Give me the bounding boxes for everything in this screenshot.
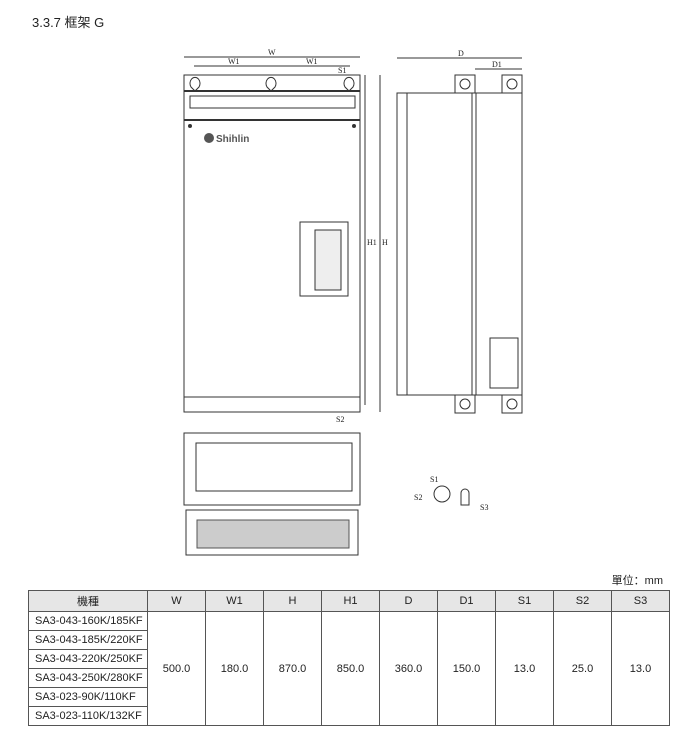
- model-cell: SA3-023-90K/110KF: [28, 687, 148, 707]
- model-cell: SA3-043-220K/250KF: [28, 649, 148, 669]
- header-w: W: [147, 590, 206, 612]
- value-d: 360.0: [379, 611, 438, 726]
- header-d1: D1: [437, 590, 496, 612]
- label-h1: H1: [367, 238, 377, 247]
- table-row: SA3-043-160K/185KF 500.0 180.0 870.0 850…: [28, 611, 670, 726]
- value-s3: 13.0: [611, 611, 670, 726]
- header-s2: S2: [553, 590, 612, 612]
- model-cell: SA3-043-185K/220KF: [28, 630, 148, 650]
- model-cell: SA3-043-250K/280KF: [28, 668, 148, 688]
- table-row: SA3-043-220K/250KF: [28, 649, 670, 669]
- detail-label-s2: S2: [414, 493, 422, 502]
- table-row: SA3-043-185K/220KF: [28, 630, 670, 650]
- header-s1: S1: [495, 590, 554, 612]
- header-h: H: [263, 590, 322, 612]
- label-s1: S1: [338, 66, 346, 75]
- header-model: 機種: [28, 590, 148, 612]
- value-h1: 850.0: [321, 611, 380, 726]
- header-s3: S3: [611, 590, 670, 612]
- unit-label: 單位：mm: [611, 575, 663, 587]
- detail-label-s3: S3: [480, 503, 488, 512]
- label-w1-left: W1: [228, 57, 240, 66]
- header-w1: W1: [205, 590, 264, 612]
- label-w1-right: W1: [306, 57, 318, 66]
- bottom-view: [183, 432, 361, 556]
- brand-logo: Shihlin: [216, 134, 249, 145]
- label-w: W: [268, 48, 276, 57]
- label-s2: S2: [336, 415, 344, 424]
- label-d1: D1: [492, 60, 502, 69]
- value-s1: 13.0: [495, 611, 554, 726]
- side-view: D D1: [396, 49, 523, 414]
- value-w: 500.0: [147, 611, 206, 726]
- dimension-drawing: W W1 W1 S1 Shihlin H1 H S2 D D1: [183, 48, 523, 556]
- detail-label-s1: S1: [430, 475, 438, 484]
- value-s2: 25.0: [553, 611, 612, 726]
- dimension-table: 機種 W W1 H H1 D D1 S1 S2 S3 SA3-043-160K/…: [28, 590, 670, 726]
- header-d: D: [379, 590, 438, 612]
- table-row: SA3-023-110K/132KF: [28, 706, 670, 726]
- section-title: 3.3.7 框架 G: [32, 15, 105, 30]
- value-w1: 180.0: [205, 611, 264, 726]
- front-view: W W1 W1 S1 Shihlin H1 H S2: [183, 48, 388, 424]
- header-h1: H1: [321, 590, 380, 612]
- slot-detail: S2 S1 S3: [414, 475, 488, 512]
- value-d1: 150.0: [437, 611, 496, 726]
- label-h: H: [382, 238, 388, 247]
- label-d: D: [458, 49, 464, 58]
- value-h: 870.0: [263, 611, 322, 726]
- model-cell: SA3-023-110K/132KF: [28, 706, 148, 726]
- model-cell: SA3-043-160K/185KF: [28, 611, 148, 631]
- table-header-row: 機種 W W1 H H1 D D1 S1 S2 S3: [28, 590, 670, 612]
